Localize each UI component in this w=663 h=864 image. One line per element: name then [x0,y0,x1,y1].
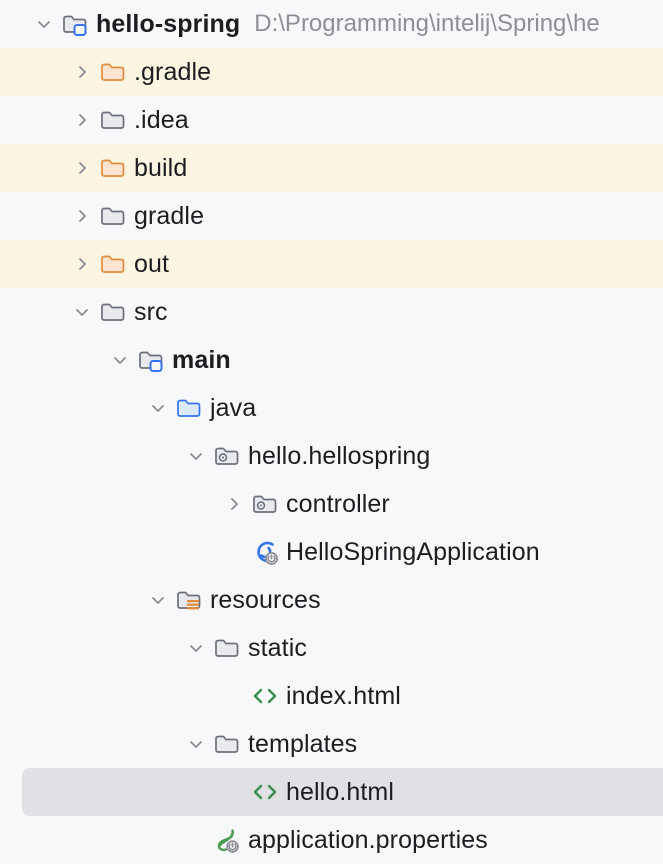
tree-row[interactable]: gradle [0,192,663,240]
tree-row[interactable]: main [0,336,663,384]
tree-row[interactable]: hello.html [0,768,663,816]
tree-node-label: gradle [134,202,205,230]
tree-row[interactable]: hello.hellospring [0,432,663,480]
tree-row[interactable]: resources [0,576,663,624]
package-icon [210,441,244,471]
tree-row[interactable]: templates [0,720,663,768]
tree-node-label: controller [286,490,390,518]
chevron-right-icon[interactable] [220,490,248,518]
tree-node-label: resources [210,586,321,614]
chevron-down-icon[interactable] [182,634,210,662]
chevron-down-icon[interactable] [182,442,210,470]
folder-icon [96,201,130,231]
tree-node-label: hello.hellospring [248,442,431,470]
tree-leaf-spacer [220,538,248,566]
folder-icon [96,105,130,135]
chevron-down-icon[interactable] [68,298,96,326]
tree-row[interactable]: application.properties [0,816,663,864]
chevron-down-icon[interactable] [106,346,134,374]
spring-boot-class-icon [248,537,282,567]
tree-node-label: main [172,346,231,374]
tree-row[interactable]: build [0,144,663,192]
folder-icon [96,297,130,327]
tree-node-label: out [134,250,170,278]
chevron-down-icon[interactable] [182,730,210,758]
chevron-right-icon[interactable] [68,250,96,278]
tree-row[interactable]: out [0,240,663,288]
tree-node-label: templates [248,730,358,758]
tree-row[interactable]: .gradle [0,48,663,96]
tree-node-label: build [134,154,188,182]
tree-row[interactable]: HelloSpringApplication [0,528,663,576]
tree-row[interactable]: .idea [0,96,663,144]
chevron-right-icon[interactable] [68,58,96,86]
chevron-right-icon[interactable] [68,202,96,230]
chevron-right-icon[interactable] [68,106,96,134]
tree-node-label: hello-spring [96,10,241,38]
tree-leaf-spacer [220,778,248,806]
resources-root-folder-icon [172,585,206,615]
tree-node-label: application.properties [248,826,488,854]
chevron-down-icon[interactable] [30,10,58,38]
folder-excluded-icon [96,249,130,279]
tree-leaf-spacer [182,826,210,854]
tree-row[interactable]: src [0,288,663,336]
tree-node-label: HelloSpringApplication [286,538,540,566]
module-folder-icon [58,9,92,39]
tree-node-label: .idea [134,106,189,134]
package-icon [248,489,282,519]
chevron-down-icon[interactable] [144,586,172,614]
folder-excluded-icon [96,153,130,183]
chevron-down-icon[interactable] [144,394,172,422]
tree-row[interactable]: static [0,624,663,672]
folder-icon [210,633,244,663]
project-path-label: D:\Programming\intelij\Spring\he [254,10,600,37]
tree-node-label: .gradle [134,58,212,86]
folder-icon [210,729,244,759]
source-root-folder-icon [172,393,206,423]
tree-node-label: java [210,394,257,422]
tree-row[interactable]: hello-spring D:\Programming\intelij\Sprin… [0,0,663,48]
tree-row[interactable]: controller [0,480,663,528]
chevron-right-icon[interactable] [68,154,96,182]
tree-node-label: hello.html [286,778,394,806]
spring-properties-icon [210,825,244,855]
tree-row[interactable]: java [0,384,663,432]
folder-excluded-icon [96,57,130,87]
html-file-icon [248,681,282,711]
module-folder-icon [134,345,168,375]
tree-leaf-spacer [220,682,248,710]
tree-node-label: static [248,634,307,662]
tree-node-label: src [134,298,168,326]
tree-node-label: index.html [286,682,401,710]
html-file-icon [248,777,282,807]
tree-row[interactable]: index.html [0,672,663,720]
